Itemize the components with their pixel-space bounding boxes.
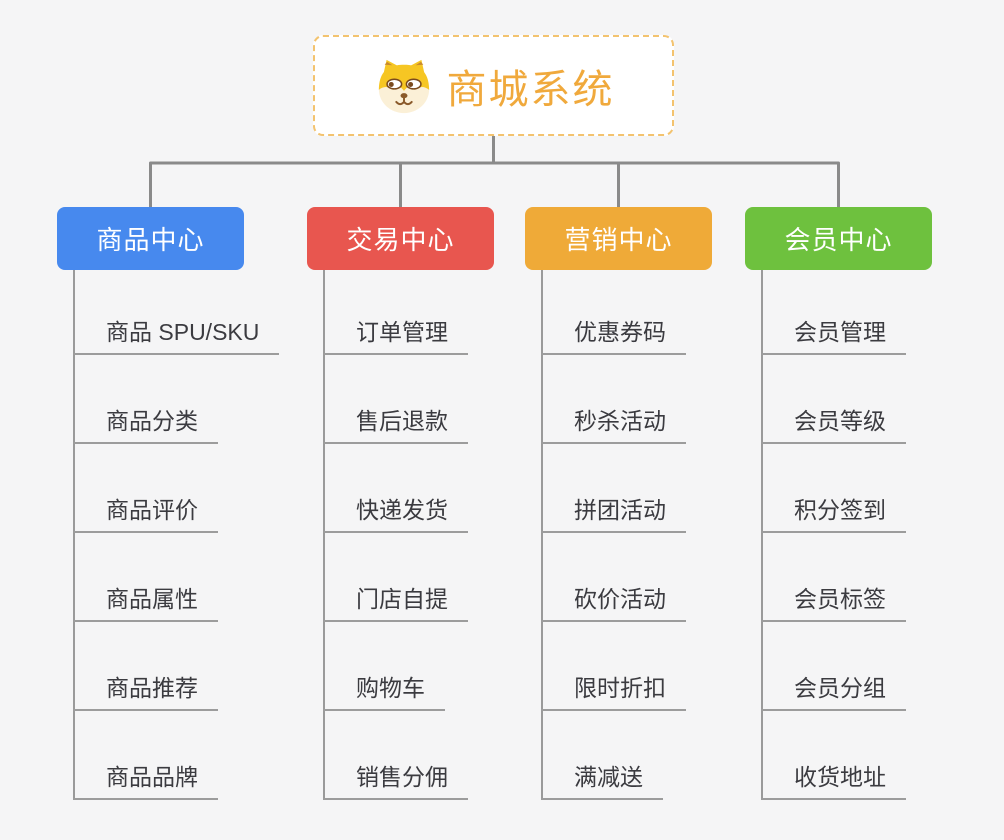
topic-label: 优惠券码 <box>574 319 666 345</box>
topic-label: 会员等级 <box>794 408 886 434</box>
topic-label: 商品 SPU/SKU <box>106 319 260 345</box>
topic-item[interactable]: 砍价活动 <box>541 533 686 622</box>
branch-items: 优惠券码秒杀活动拼团活动砍价活动限时折扣满减送 <box>541 270 686 800</box>
branch-spine-line <box>541 270 543 800</box>
topic-label: 商品分类 <box>106 408 198 434</box>
branch-items: 会员管理会员等级积分签到会员标签会员分组收货地址 <box>761 270 906 800</box>
topic-item[interactable]: 秒杀活动 <box>541 355 686 444</box>
branch-label: 营销中心 <box>564 225 673 255</box>
topic-label: 积分签到 <box>794 497 886 523</box>
topic-item[interactable]: 购物车 <box>323 622 445 711</box>
topic-label: 商品属性 <box>106 586 198 612</box>
branch-label: 会员中心 <box>784 225 893 255</box>
topic-label: 商品推荐 <box>106 675 198 701</box>
branch-column-1: 商品中心 商品 SPU/SKU 商品分类商品评价商品属性商品推荐商品品牌 <box>57 207 280 800</box>
topic-label: 门店自提 <box>356 586 448 612</box>
topic-item[interactable]: 拼团活动 <box>541 444 686 533</box>
topic-item[interactable]: 积分签到 <box>761 444 906 533</box>
branch-label: 交易中心 <box>346 225 455 255</box>
topic-label: 订单管理 <box>356 319 448 345</box>
topic-label: 限时折扣 <box>574 675 666 701</box>
topic-item[interactable]: 商品分类 <box>73 355 218 444</box>
topic-item[interactable]: 商品属性 <box>73 533 218 622</box>
topic-label: 购物车 <box>356 675 425 701</box>
topic-label: 收货地址 <box>794 764 886 790</box>
topic-item[interactable]: 限时折扣 <box>541 622 686 711</box>
topic-item[interactable]: 收货地址 <box>761 711 906 800</box>
topic-item[interactable]: 会员等级 <box>761 355 906 444</box>
branch-items: 订单管理售后退款快递发货门店自提购物车销售分佣 <box>323 270 468 800</box>
root-node-mall-system[interactable]: 商城系统 <box>313 35 674 136</box>
topic-label: 会员管理 <box>794 319 886 345</box>
topic-label: 砍价活动 <box>574 586 666 612</box>
branch-spine-line <box>73 270 75 800</box>
topic-item[interactable]: 商品品牌 <box>73 711 218 800</box>
topic-item[interactable]: 会员管理 <box>761 270 906 355</box>
topic-item[interactable]: 订单管理 <box>323 270 468 355</box>
topic-label: 商品评价 <box>106 497 198 523</box>
topic-label: 售后退款 <box>356 408 448 434</box>
topic-item[interactable]: 优惠券码 <box>541 270 686 355</box>
topic-item[interactable]: 会员分组 <box>761 622 906 711</box>
topic-item[interactable]: 售后退款 <box>323 355 468 444</box>
topic-item[interactable]: 满减送 <box>541 711 663 800</box>
topic-item[interactable]: 销售分佣 <box>323 711 468 800</box>
branch-column-2: 交易中心 订单管理售后退款快递发货门店自提购物车销售分佣 <box>307 207 494 800</box>
branch-node-1[interactable]: 商品中心 <box>57 207 244 270</box>
dog-face-icon <box>373 57 435 115</box>
branch-column-3: 营销中心 优惠券码秒杀活动拼团活动砍价活动限时折扣满减送 <box>525 207 712 800</box>
topic-item[interactable]: 商品推荐 <box>73 622 218 711</box>
topic-label: 拼团活动 <box>574 497 666 523</box>
branch-node-4[interactable]: 会员中心 <box>745 207 932 270</box>
topic-label: 快递发货 <box>356 497 448 523</box>
topic-label: 销售分佣 <box>356 764 448 790</box>
branch-column-4: 会员中心 会员管理会员等级积分签到会员标签会员分组收货地址 <box>745 207 932 800</box>
branch-spine-line <box>323 270 325 800</box>
branch-spine-line <box>761 270 763 800</box>
branch-node-2[interactable]: 交易中心 <box>307 207 494 270</box>
topic-label: 会员分组 <box>794 675 886 701</box>
topic-label: 满减送 <box>574 764 643 790</box>
topic-label: 商品品牌 <box>106 764 198 790</box>
topic-item[interactable]: 会员标签 <box>761 533 906 622</box>
branch-items: 商品 SPU/SKU 商品分类商品评价商品属性商品推荐商品品牌 <box>73 270 280 800</box>
topic-item[interactable]: 商品 SPU/SKU <box>73 270 280 355</box>
root-title: 商城系统 <box>446 67 615 112</box>
topic-item[interactable]: 门店自提 <box>323 533 468 622</box>
branch-node-3[interactable]: 营销中心 <box>525 207 712 270</box>
topic-item[interactable]: 商品评价 <box>73 444 218 533</box>
topic-label: 会员标签 <box>794 586 886 612</box>
topic-item[interactable]: 快递发货 <box>323 444 468 533</box>
topic-label: 秒杀活动 <box>574 408 666 434</box>
branch-label: 商品中心 <box>96 225 205 255</box>
